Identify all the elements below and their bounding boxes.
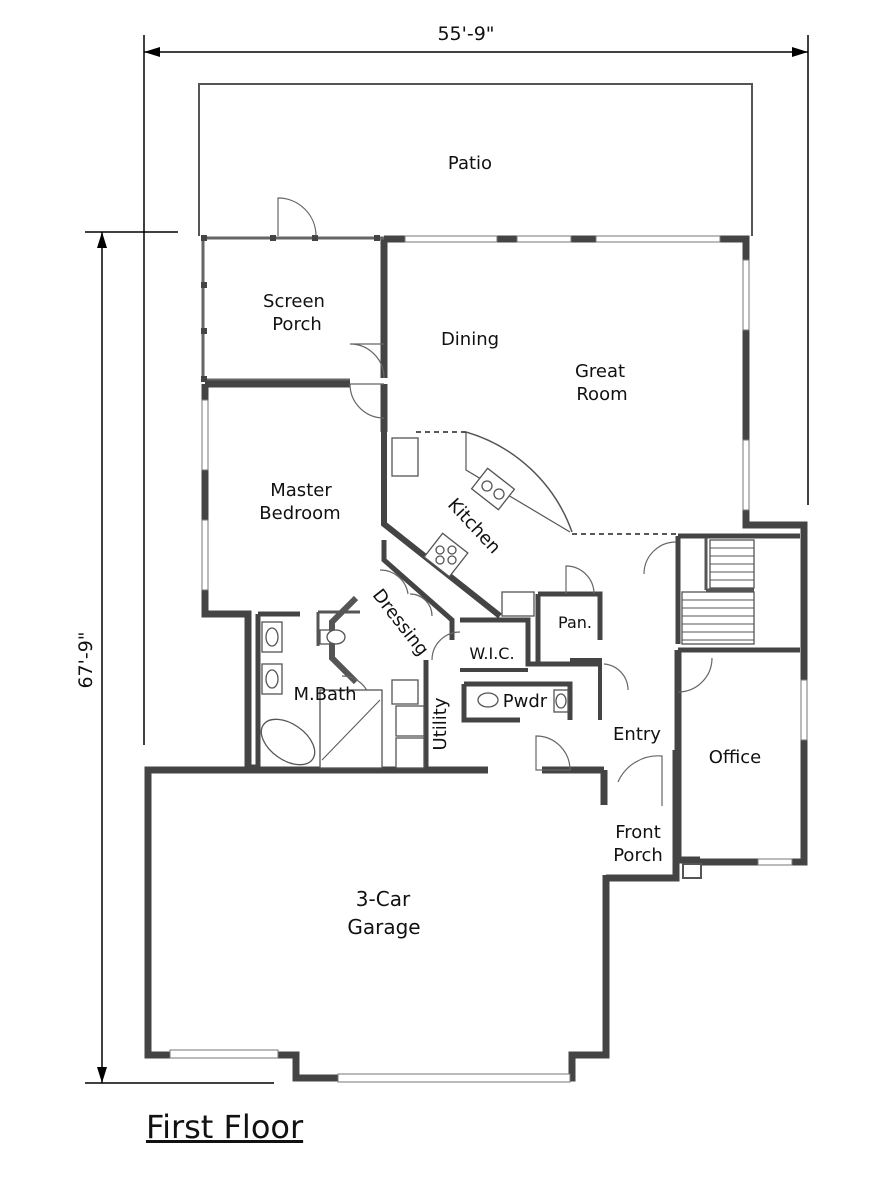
dimension-lines xyxy=(85,35,809,1084)
room-label-wic: W.I.C. xyxy=(469,644,514,663)
fixtures xyxy=(260,437,755,769)
room-label-screen-porch-2: Porch xyxy=(272,314,322,335)
doors xyxy=(277,197,713,806)
room-label-patio: Patio xyxy=(448,153,492,174)
interior-walls xyxy=(255,432,800,770)
room-label-great-room-2: Room xyxy=(576,384,627,405)
patio-outline xyxy=(198,83,753,236)
room-label-powder: Pwdr xyxy=(503,691,548,712)
stairs xyxy=(681,539,755,645)
room-label-dining: Dining xyxy=(441,329,499,350)
room-label-entry: Entry xyxy=(613,724,661,745)
width-dimension-label: 55'-9" xyxy=(437,23,494,45)
room-label-pantry: Pan. xyxy=(558,613,592,632)
room-label-office: Office xyxy=(709,747,762,768)
depth-dimension-label: 67'-9" xyxy=(75,631,97,688)
windows xyxy=(169,235,808,1083)
room-label-master-bedroom-1: Master xyxy=(270,480,332,501)
room-label-screen-porch-1: Screen xyxy=(263,291,325,312)
room-label-master-bath: M.Bath xyxy=(293,684,356,705)
room-label-great-room-1: Great xyxy=(575,361,625,382)
room-label-master-bedroom-2: Bedroom xyxy=(259,503,340,524)
room-label-garage-2: Garage xyxy=(347,915,420,939)
room-label-front-porch-1: Front xyxy=(615,822,661,843)
room-label-garage-1: 3-Car xyxy=(356,887,411,911)
room-label-front-porch-2: Porch xyxy=(613,845,663,866)
floor-title: First Floor xyxy=(146,1108,304,1146)
room-label-utility: Utility xyxy=(430,697,451,750)
